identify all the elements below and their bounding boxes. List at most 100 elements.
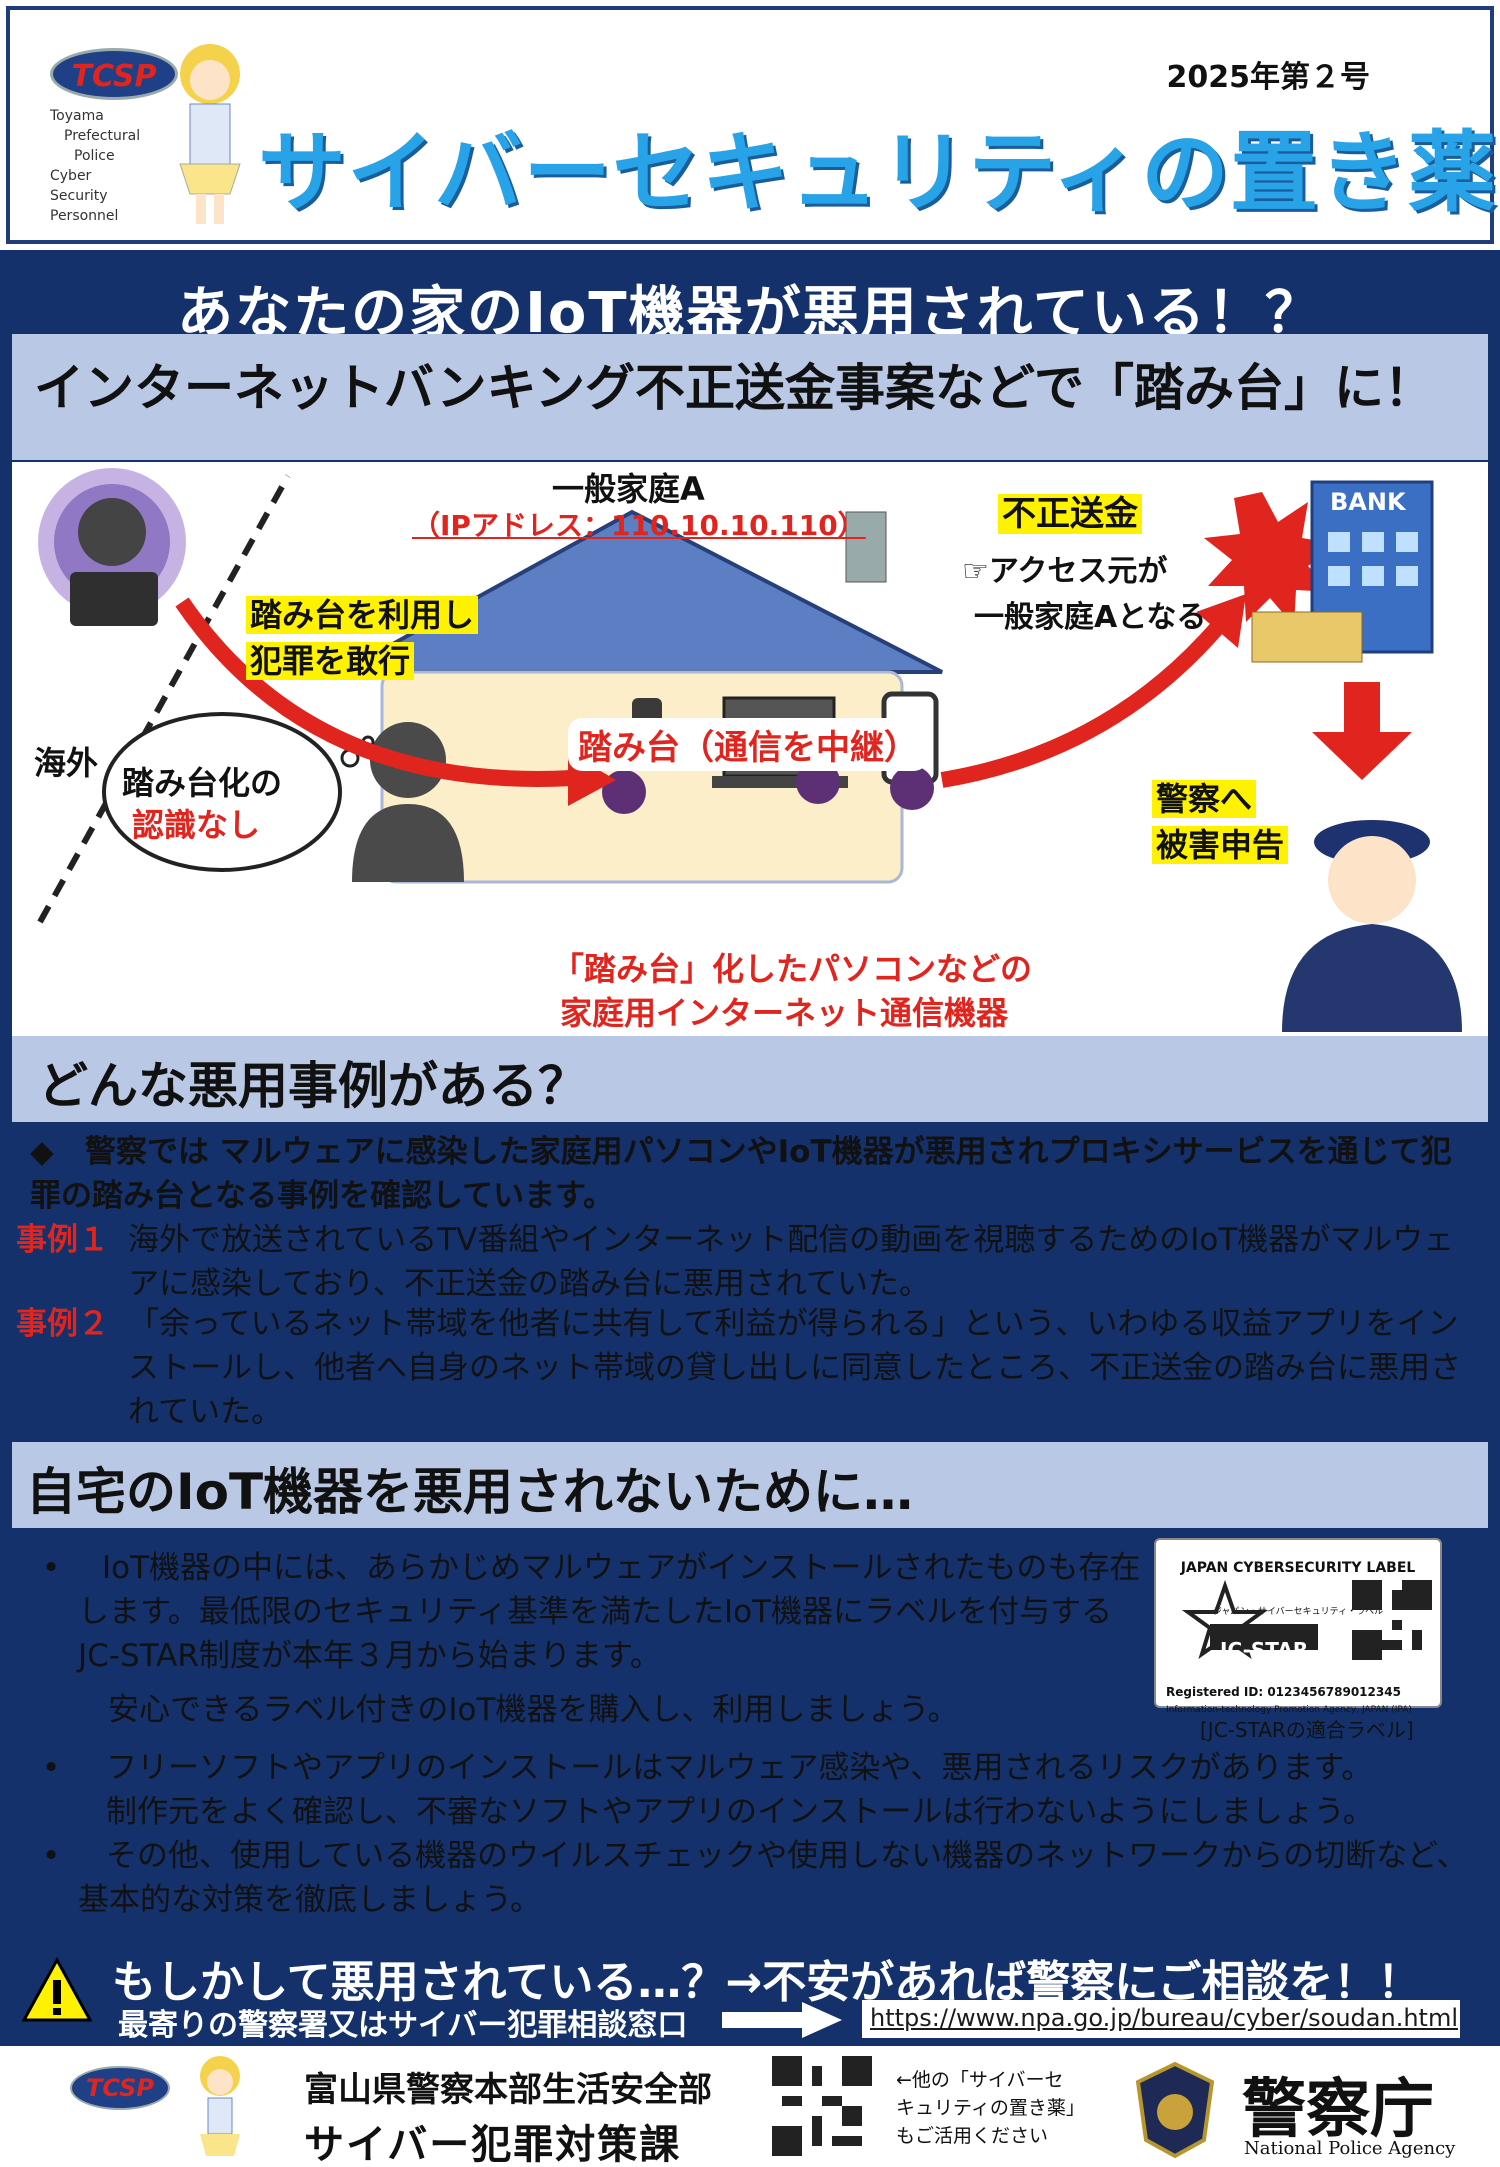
logo-line: Personnel — [50, 208, 119, 224]
label-title: JAPAN CYBERSECURITY LABEL — [1180, 1560, 1416, 1576]
department-name: 富山県警察本部生活安全部 — [304, 2070, 712, 2110]
criminal-text-2: 犯罪を敢行 — [246, 642, 415, 680]
bullet-mark: • — [42, 1838, 61, 1874]
police-text-1: 警察へ — [1152, 780, 1257, 818]
flow-arrow — [940, 616, 1229, 788]
case-text: 海外で放送されているTV番組やインターネット配信の動画を視聴するためのIoT機器… — [128, 1222, 1455, 1302]
resident-label: 住人 — [376, 959, 449, 1000]
case-number: 事例１ — [16, 1222, 109, 1258]
label-caption: [JC-STARの適合ラベル] — [1200, 1718, 1414, 1742]
consultation-link[interactable]: https://www.npa.go.jp/bureau/cyber/souda… — [862, 2000, 1460, 2038]
npa-name-english: National Police Agency — [1244, 2138, 1456, 2159]
fraud-text: 不正送金 — [998, 494, 1142, 534]
prevention-bullet-cont: 制作元をよく確認し、不審なソフトやアプリのインストールは行わないようにしましょう… — [106, 1790, 1476, 1834]
prevention-bullet-cont: 安心できるラベル付きのIoT機器を購入し、利用しましょう。 — [108, 1688, 1148, 1732]
logo-line: Police — [74, 148, 115, 164]
section-band-cases: どんな悪用事例がある？ — [12, 1036, 1488, 1122]
bullet-text: 安心できるラベル付きのIoT機器を購入し、利用しましょう。 — [108, 1692, 959, 1728]
other-issues-note: ←他の「サイバーセキュリティの置き薬」もご活用ください — [896, 2069, 1076, 2147]
logo-line: Prefectural — [64, 128, 141, 144]
npa-emblem-icon — [1135, 2061, 1215, 2159]
logo-text: TCSP — [71, 59, 157, 94]
unaware-label-1: 踏み台化の — [122, 764, 283, 802]
police-text-2: 被害申告 — [1152, 826, 1289, 864]
access-label-1: ☞アクセス元が — [962, 554, 1168, 589]
ip-address: （IPアドレス：110.10.10.110） — [412, 509, 866, 542]
police-face — [1328, 836, 1416, 924]
case-item: 事例２ 「余っているネット帯域を他者に共有して利益が得られる」という、いわゆる収… — [16, 1302, 1476, 1432]
division-name: サイバー犯罪対策課 — [304, 2122, 682, 2167]
virus-icon — [890, 766, 934, 810]
virus-icon — [796, 760, 840, 804]
border-line — [37, 474, 291, 924]
consultation-target: 最寄りの警察署又はサイバー犯罪相談窓口 — [118, 2008, 688, 2043]
chimney — [845, 511, 887, 583]
jc-star-label: JAPAN CYBERSECURITY LABEL ジャパン・サイバーセキュリテ… — [1154, 1538, 1442, 1715]
section-title: インターネットバンキング不正送金事案などで「踏み台」に！ — [34, 359, 1434, 417]
footer-logo-text: TCSP — [85, 2074, 154, 2102]
footer-qr-code-icon[interactable] — [772, 2056, 872, 2156]
logo-line: Security — [50, 188, 108, 204]
money-stack — [1251, 611, 1363, 663]
devices-label-2: 家庭用インターネット通信機器 — [560, 994, 1009, 1032]
resident-body — [352, 804, 464, 882]
fraud-label: 不正送金 — [998, 486, 1142, 535]
prevention-bullet: • その他、使用している機器のウイルスチェックや使用しない機器のネットワークから… — [42, 1834, 1472, 1922]
logo-caption: Toyama Prefectural Police Cyber Security… — [50, 106, 140, 226]
qr-code-icon — [1352, 1580, 1432, 1660]
footer-tcsp-logo: TCSP — [70, 2066, 170, 2110]
jc-star-mark-icon — [1181, 1580, 1318, 1659]
label-org: Information-technology Promotion Agency,… — [1166, 1705, 1412, 1715]
police-label-2: 被害申告 — [1152, 820, 1289, 866]
warning-icon — [22, 1956, 92, 2022]
newsletter-title: サイバーセキュリティの置き薬 — [258, 121, 1497, 224]
bullet-text: その他、使用している機器のウイルスチェックや使用しない機器のネットワークからの切… — [78, 1838, 1468, 1918]
hacker-laptop — [70, 572, 158, 626]
logo-line: Cyber — [50, 168, 92, 184]
label-reg-id: Registered ID: 0123456789012345 — [1166, 1685, 1401, 1699]
label-subtitle: ジャパン・サイバーセキュリティ・ラベル — [1212, 1607, 1384, 1617]
bullet-mark: • — [42, 1550, 61, 1586]
section-band-stepping-stone: インターネットバンキング不正送金事案などで「踏み台」に！ — [12, 334, 1488, 460]
consultation-banner: もしかして悪用されている…？→不安があれば警察にご相談を！！ 最寄りの警察署又は… — [0, 1946, 1500, 2046]
bullet-text: 制作元をよく確認し、不審なソフトやアプリのインストールは行わないようにしましょう… — [106, 1794, 1374, 1830]
thought-bubble — [102, 712, 342, 872]
section-title: 自宅のIoT機器を悪用されないために… — [26, 1463, 914, 1521]
overseas-label: 海外 — [34, 744, 99, 782]
consultation-message: もしかして悪用されている…？→不安があれば警察にご相談を！！ — [112, 1957, 1422, 2008]
cases-section: ◆ 警察では マルウェアに感染した家庭用パソコンやIoT機器が悪用されプロキシサ… — [12, 1122, 1488, 1442]
mascot-illustration — [179, 44, 241, 224]
label-mark: JC-STAR — [1220, 1638, 1309, 1662]
bullet-text: IoT機器の中には、あらかじめマルウェアがインストールされたものも存在します。最… — [78, 1550, 1141, 1674]
bullet-mark: • — [42, 1750, 61, 1786]
case-item: 事例１ 海外で放送されているTV番組やインターネット配信の動画を視聴するためのI… — [16, 1218, 1476, 1308]
right-arrow-icon — [722, 2002, 842, 2038]
criminal-label-1: 踏み台を利用し — [246, 590, 479, 636]
issue-number: 2025年第２号 — [1166, 60, 1371, 95]
unaware-label-2: 認識なし — [132, 806, 261, 844]
alert-burst — [1204, 492, 1338, 626]
case-text: 「余っているネット帯域を他者に共有して利益が得られる」という、いわゆる収益アプリ… — [128, 1306, 1461, 1430]
illustration-graphics — [37, 468, 1462, 1032]
section-title: どんな悪用事例がある？ — [38, 1057, 588, 1115]
relay-label: 踏み台（通信を中継） — [568, 718, 928, 771]
criminal-label-2: 犯罪を敢行 — [246, 636, 415, 682]
stepping-stone-illustration: 一般家庭A （IPアドレス：110.10.10.110） 踏み台を利用し 犯罪を… — [12, 462, 1488, 1042]
page-header: TCSP Toyama Prefectural Police Cyber Sec… — [6, 6, 1497, 244]
down-arrow — [1344, 682, 1380, 738]
tcsp-logo: TCSP — [50, 48, 178, 100]
police-uniform — [1282, 924, 1462, 1032]
bank-sign: BANK — [1330, 488, 1406, 516]
house-label: 一般家庭A — [552, 470, 705, 508]
footer-mascot-illustration — [200, 2056, 240, 2156]
access-label-2: 一般家庭Aとなる — [974, 600, 1207, 635]
case-number: 事例２ — [16, 1306, 109, 1342]
police-label-1: 警察へ — [1152, 774, 1257, 820]
bullet-text: フリーソフトやアプリのインストールはマルウェア感染や、悪用されるリスクがあります… — [106, 1750, 1373, 1786]
cases-lead: ◆ 警察では マルウェアに感染した家庭用パソコンやIoT機器が悪用されプロキシサ… — [30, 1134, 1452, 1214]
npa-name-japanese: 警察庁 — [1242, 2072, 1434, 2147]
devices-label-1: 「踏み台」化したパソコンなどの — [552, 950, 1033, 988]
page-footer: TCSP 富山県警察本部生活安全部 サイバー犯罪対策課 ←他の「サイバーセキュリ… — [0, 2046, 1500, 2167]
logo-line: Toyama — [50, 108, 104, 124]
criminal-text-1: 踏み台を利用し — [246, 596, 479, 634]
